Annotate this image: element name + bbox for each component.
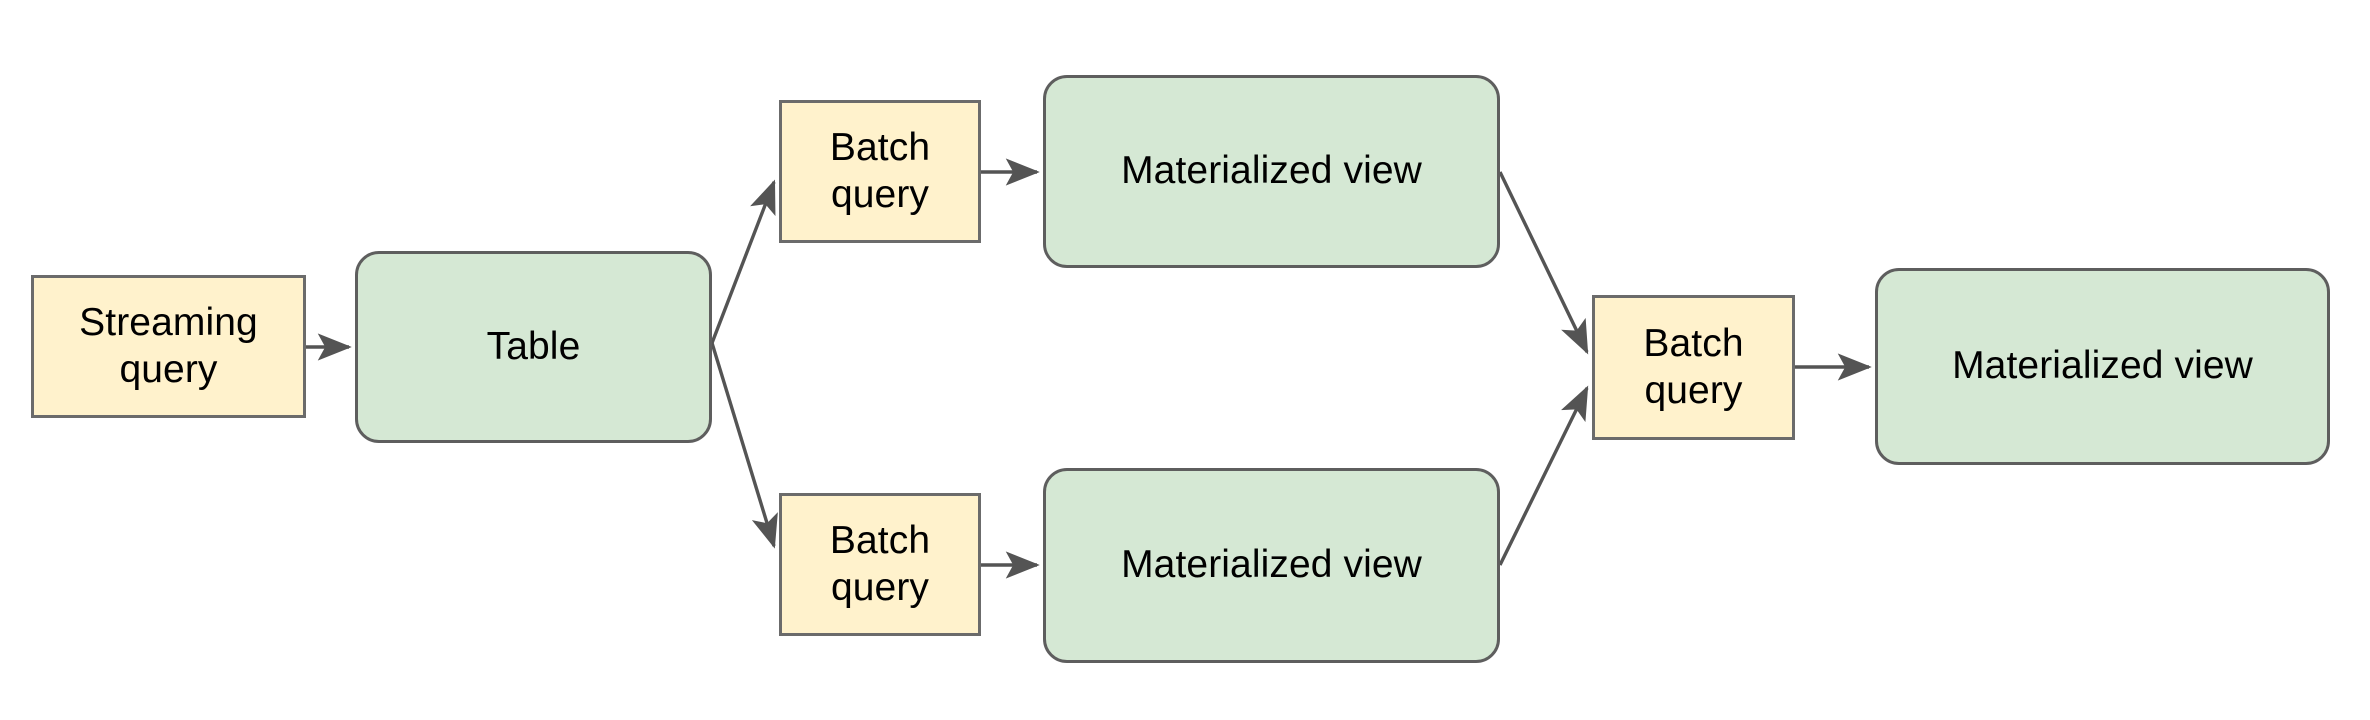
- edge-table-to-batch-query-bottom: [710, 342, 778, 549]
- node-table-label: Table: [486, 324, 581, 368]
- node-batch-query-top[interactable]: Batch query: [779, 100, 981, 243]
- edge-materialized-view-bottom-to-batch-query-join: [1498, 385, 1589, 566]
- node-batch-query-bottom-label: Batch query: [829, 519, 931, 609]
- node-streaming-query[interactable]: Streaming query: [31, 275, 306, 418]
- node-table[interactable]: Table: [355, 251, 712, 443]
- node-batch-query-join[interactable]: Batch query: [1592, 295, 1795, 440]
- edge-materialized-view-top-to-batch-query-join: [1498, 171, 1589, 355]
- node-streaming-query-label: Streaming query: [79, 301, 258, 391]
- node-materialized-view-bottom-label: Materialized view: [1121, 543, 1422, 587]
- node-materialized-view-top-label: Materialized view: [1121, 149, 1422, 193]
- edge-table-to-batch-query-top: [710, 179, 776, 344]
- node-materialized-view-final[interactable]: Materialized view: [1875, 268, 2330, 465]
- node-batch-query-join-label: Batch query: [1643, 322, 1744, 412]
- node-materialized-view-bottom[interactable]: Materialized view: [1043, 468, 1500, 663]
- node-batch-query-bottom[interactable]: Batch query: [779, 493, 981, 636]
- node-materialized-view-top[interactable]: Materialized view: [1043, 75, 1500, 268]
- node-materialized-view-final-label: Materialized view: [1952, 344, 2253, 388]
- node-batch-query-top-label: Batch query: [829, 126, 931, 216]
